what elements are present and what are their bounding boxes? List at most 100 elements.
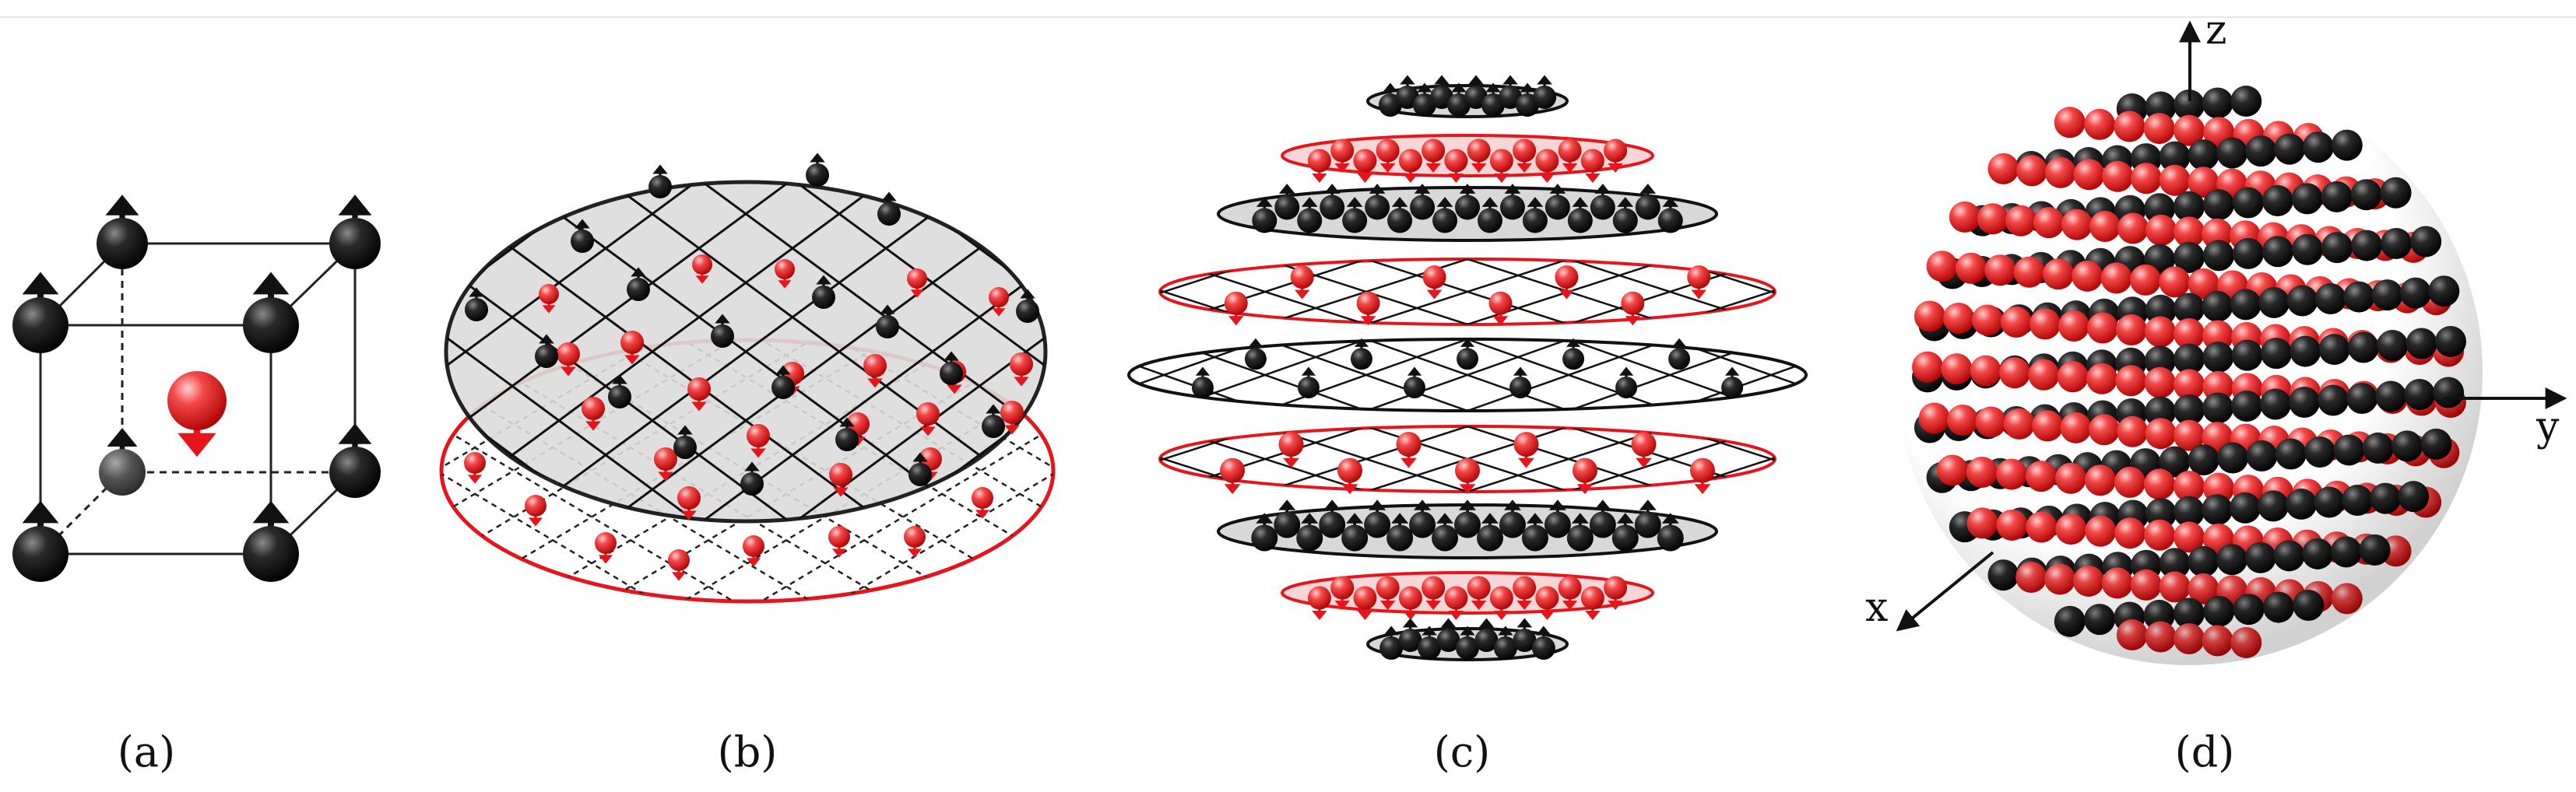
- spin-up: [1432, 513, 1459, 552]
- spin-down: [1396, 432, 1422, 468]
- spin-up: [812, 275, 835, 309]
- spin-up: [1531, 626, 1555, 660]
- spin-up: [608, 374, 631, 408]
- spin-down: [1555, 265, 1579, 300]
- spin-down: [1455, 457, 1480, 495]
- spin-up: [1566, 513, 1594, 552]
- spin-up: [1386, 513, 1414, 552]
- spin-down: [464, 452, 486, 484]
- spin-up: [1387, 197, 1413, 233]
- spin-up: [1634, 499, 1661, 538]
- spin-up: [1590, 184, 1615, 220]
- panel-labels: (a) (b) (c) (d): [118, 727, 2235, 776]
- spin-up: [1455, 184, 1480, 220]
- spin-down: [1604, 138, 1628, 173]
- spin-up: [1252, 197, 1277, 233]
- spin-up: [1296, 513, 1323, 552]
- sphere-layer-down: [1281, 571, 1654, 620]
- spin-down: [1398, 149, 1422, 183]
- spin-down: [557, 342, 580, 377]
- spin-down: [1010, 352, 1033, 387]
- spin-down: [687, 377, 711, 412]
- panel-b-layered-planes: [439, 152, 1056, 604]
- spin-up: [1668, 338, 1691, 370]
- spin-up: [1513, 618, 1537, 652]
- spin-up: [673, 425, 697, 459]
- spin-up: [1364, 499, 1391, 538]
- spin-up: [535, 334, 558, 368]
- spin-down: [1580, 586, 1604, 620]
- spin-down: [972, 487, 993, 519]
- spin-up: [1545, 184, 1570, 220]
- spin-down: [595, 532, 617, 564]
- spin-down: [1467, 576, 1491, 610]
- sphere-layer-down: [1158, 258, 1776, 326]
- sphere-layer-down: [1281, 134, 1654, 183]
- spin-up: [571, 219, 594, 253]
- spin-down: [1278, 432, 1304, 468]
- spin-up: [1615, 366, 1638, 399]
- spin-down: [1376, 138, 1400, 173]
- sphere-layer-up: [1366, 75, 1569, 118]
- spin-down: [1558, 576, 1582, 610]
- spin-down: [1422, 265, 1446, 300]
- spin-up: [982, 404, 1005, 438]
- corner-spin-front: [12, 500, 69, 582]
- corner-spin-front: [12, 272, 69, 353]
- spin-up: [1474, 618, 1499, 652]
- spin-down: [863, 354, 887, 388]
- spin-down: [1422, 138, 1446, 173]
- spin-down: [1000, 401, 1024, 435]
- spin-down: [1535, 149, 1559, 183]
- spin-up: [1191, 366, 1214, 399]
- panel-c-sliced-sphere: [1127, 75, 1808, 661]
- sphere-layer-up: [1217, 499, 1718, 559]
- sphere-shading: [1896, 79, 2483, 665]
- spin-down: [1604, 576, 1628, 610]
- spin-up: [1522, 197, 1548, 233]
- spin-up: [1567, 197, 1593, 233]
- spin-down: [1513, 432, 1539, 468]
- corner-spin-back: [329, 423, 381, 498]
- spin-up: [1341, 513, 1369, 552]
- panel-a-bcc-cell: [12, 194, 381, 582]
- spin-up: [627, 267, 650, 301]
- spin-up: [1476, 513, 1503, 552]
- corner-spin-back: [99, 428, 146, 496]
- spin-down: [1220, 457, 1246, 495]
- spin-down: [1353, 149, 1377, 183]
- spin-up: [1454, 499, 1481, 538]
- x-axis-arrow: [1896, 551, 1994, 632]
- spin-up: [1432, 197, 1458, 233]
- spin-down: [1422, 576, 1446, 610]
- spin-up: [1350, 338, 1372, 370]
- spin-up: [1319, 499, 1346, 538]
- spin-down: [1580, 149, 1604, 183]
- red-plane-grid: [441, 340, 1053, 601]
- spin-down: [539, 284, 559, 314]
- spin-down: [1356, 291, 1380, 326]
- spin-down: [907, 268, 927, 298]
- spin-down: [904, 526, 926, 558]
- axes: z y x: [1865, 7, 2567, 632]
- sphere-layer-up: [1127, 338, 1808, 412]
- spin-down: [1330, 138, 1355, 173]
- spin-up: [1562, 338, 1585, 370]
- spin-up: [1297, 366, 1320, 399]
- spin-up: [1244, 338, 1267, 370]
- sphere-layer-down: [1158, 425, 1776, 495]
- spin-down: [1337, 457, 1363, 495]
- x-axis-label: x: [1865, 584, 1888, 631]
- spin-up: [1251, 513, 1278, 552]
- spin-down: [747, 424, 770, 458]
- spin-up: [1635, 184, 1661, 220]
- spin-down: [1572, 457, 1597, 495]
- spin-up: [1499, 499, 1526, 538]
- spin-down: [1689, 457, 1715, 495]
- spin-up: [1521, 513, 1548, 552]
- spin-down: [1631, 432, 1657, 468]
- spin-down: [525, 495, 546, 527]
- spin-down: [1290, 265, 1314, 300]
- y-axis-label: y: [2536, 404, 2560, 450]
